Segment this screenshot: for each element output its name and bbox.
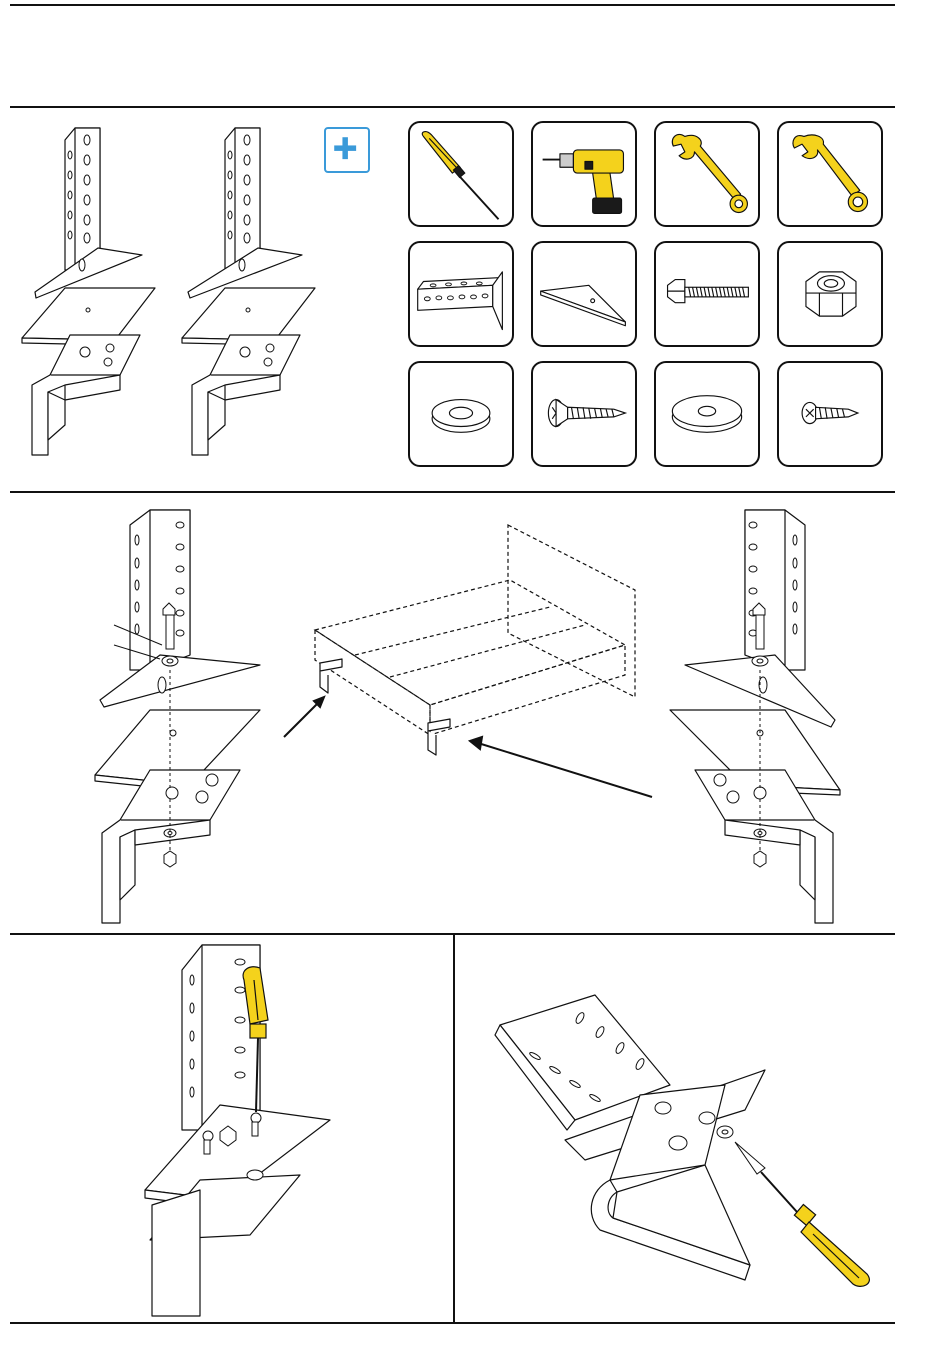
top-rule bbox=[10, 4, 895, 6]
right-foot-exploded bbox=[665, 505, 845, 925]
large-washer-icon bbox=[654, 361, 760, 467]
countersunk-screw-icon bbox=[531, 361, 637, 467]
triangle-plate-icon bbox=[531, 241, 637, 347]
bottom-rule bbox=[10, 1322, 895, 1324]
bracket-exploded-drawing bbox=[665, 505, 845, 925]
underside-drawing bbox=[495, 990, 895, 1290]
bracket-kit-drawing bbox=[180, 120, 320, 465]
section-divider-2 bbox=[10, 491, 895, 493]
angle-bracket-icon bbox=[408, 241, 514, 347]
step-fastening-underside bbox=[495, 990, 895, 1290]
small-washer-icon bbox=[408, 361, 514, 467]
bed-frame bbox=[280, 515, 660, 805]
nut-icon bbox=[777, 241, 883, 347]
fastening-drawing bbox=[140, 940, 340, 1320]
left-foot-exploded bbox=[90, 505, 270, 925]
pan-head-screw-icon bbox=[777, 361, 883, 467]
drill-icon bbox=[531, 121, 637, 227]
plus-icon bbox=[324, 127, 370, 173]
bracket-kit-drawing bbox=[20, 120, 160, 465]
bracket-kit-right bbox=[180, 120, 320, 465]
bracket-exploded-drawing bbox=[90, 505, 270, 925]
step-fastening-top bbox=[140, 940, 340, 1320]
open-wrench-icon bbox=[654, 121, 760, 227]
step-column-divider bbox=[453, 935, 455, 1322]
combination-wrench-icon bbox=[777, 121, 883, 227]
hex-bolt-icon bbox=[654, 241, 760, 347]
screwdriver-icon bbox=[408, 121, 514, 227]
bed-frame-drawing bbox=[280, 515, 660, 805]
bracket-kit-left bbox=[20, 120, 160, 465]
section-divider-1 bbox=[10, 106, 895, 108]
